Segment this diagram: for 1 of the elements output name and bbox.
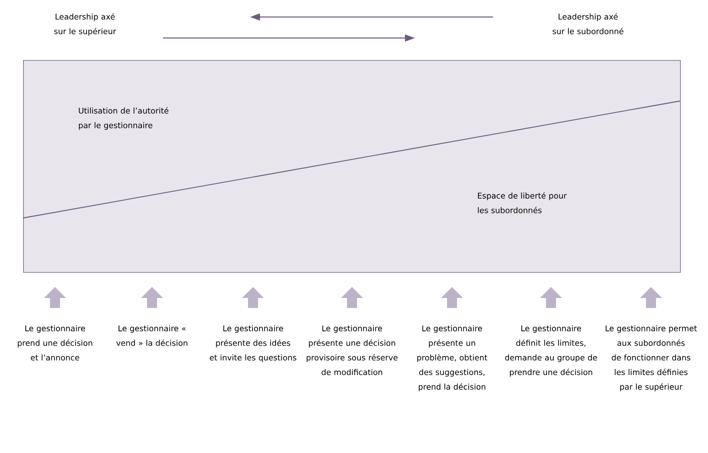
chart-box: [22, 60, 681, 273]
